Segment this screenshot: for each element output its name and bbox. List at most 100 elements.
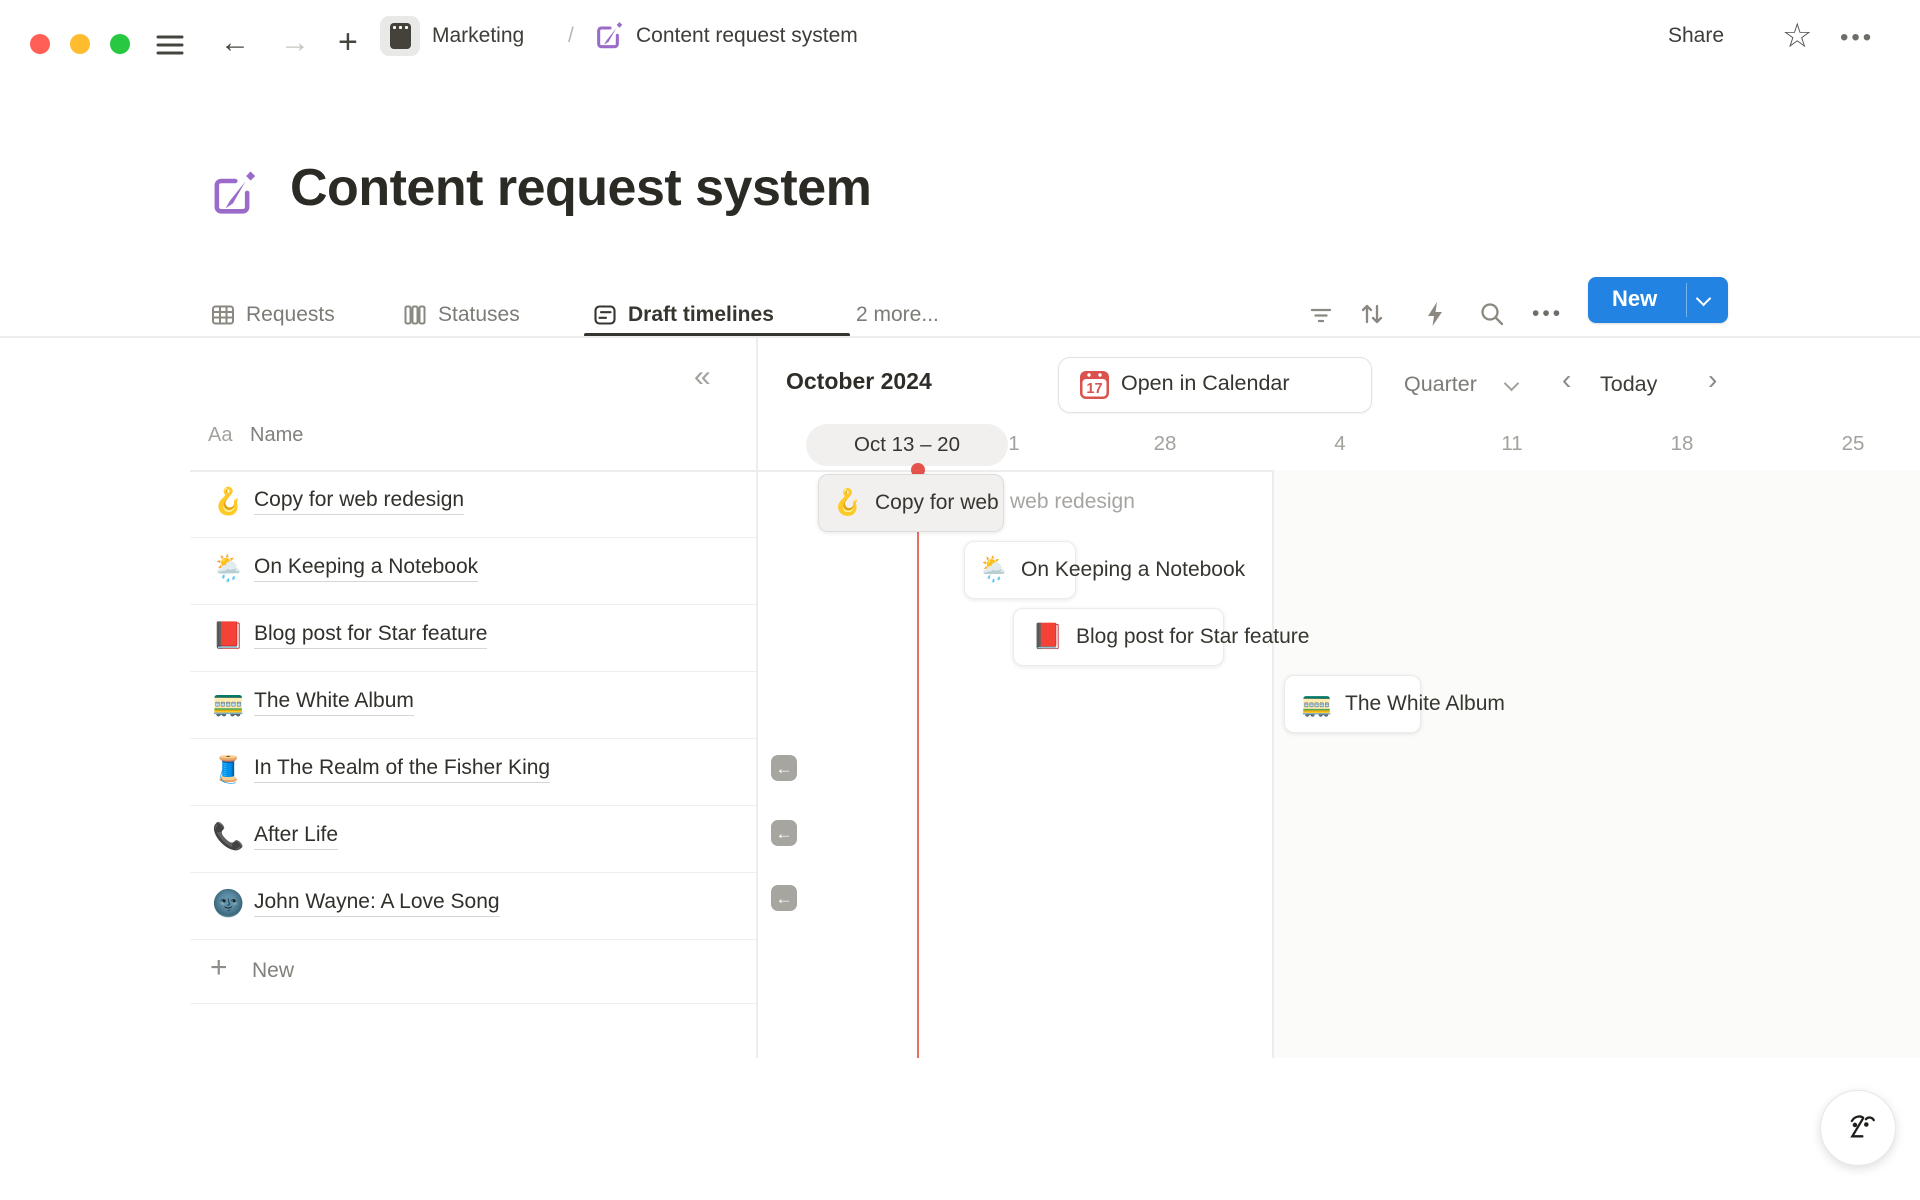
row-divider xyxy=(190,738,756,739)
timeline-bar[interactable]: 🌦️ On Keeping a Notebook xyxy=(964,541,1245,599)
automations-lightning-icon[interactable] xyxy=(1422,300,1448,328)
memo-page-icon xyxy=(592,20,624,52)
row-divider xyxy=(190,604,756,605)
timeline-view-icon xyxy=(594,305,616,325)
new-button-divider xyxy=(1686,283,1687,317)
forward-arrow-icon[interactable]: → xyxy=(280,26,310,59)
table-row[interactable]: 📕 Blog post for Star feature xyxy=(190,604,756,671)
month-gridline xyxy=(1272,470,1274,1058)
row-title-link[interactable]: Copy for web redesign xyxy=(254,488,465,515)
scroll-to-bar-button[interactable]: ← xyxy=(771,755,797,781)
scroll-to-bar-button[interactable]: ← xyxy=(771,885,797,911)
view-tab-requests[interactable] xyxy=(210,302,236,328)
timeline-today-button[interactable]: Today xyxy=(1600,372,1658,396)
row-title-link[interactable]: After Life xyxy=(254,823,339,850)
view-tab-draft-timelines[interactable] xyxy=(592,302,618,328)
bar-emoji: 🌦️ xyxy=(978,555,1010,584)
date-tick: 25 xyxy=(1841,432,1865,455)
new-button-label: New xyxy=(1612,286,1658,311)
view-tab-statuses[interactable] xyxy=(402,302,428,328)
row-emoji: 🌦️ xyxy=(212,553,245,583)
bar-title: On Keeping a Notebook xyxy=(1021,558,1246,581)
board-view-icon xyxy=(404,305,426,325)
next-month-shading xyxy=(1273,470,1920,1058)
row-divider xyxy=(190,805,756,806)
calendar-icon: 17 xyxy=(1079,369,1110,400)
notion-ai-face-icon xyxy=(1850,1115,1875,1138)
table-row[interactable]: 🚃 The White Album xyxy=(190,671,756,738)
date-tick: 11 xyxy=(1501,432,1523,455)
date-tick: 28 xyxy=(1153,432,1177,455)
bar-emoji: 🚃 xyxy=(1301,689,1333,718)
panel-divider[interactable] xyxy=(756,338,758,1058)
row-title-link[interactable]: The White Album xyxy=(254,689,414,716)
table-row[interactable]: 🌚 John Wayne: A Love Song xyxy=(190,872,756,939)
hamburger-menu-icon[interactable] xyxy=(156,33,184,57)
date-range-pill[interactable]: Oct 13 – 20 xyxy=(806,424,1008,466)
traffic-light-minimize[interactable] xyxy=(70,34,90,54)
open-in-calendar-label: Open in Calendar xyxy=(1121,371,1290,395)
new-button-chevron-down-icon[interactable] xyxy=(1695,290,1712,307)
timeline-zoom-select[interactable]: Quarter xyxy=(1404,372,1477,396)
name-column-header[interactable]: Name xyxy=(250,424,304,446)
table-new-row[interactable]: + New xyxy=(190,939,756,1003)
plus-icon: + xyxy=(210,951,228,984)
favorite-star-icon[interactable]: ☆ xyxy=(1782,17,1813,55)
row-divider xyxy=(190,537,756,538)
row-title-link[interactable]: Blog post for Star feature xyxy=(254,622,488,649)
active-tab-underline xyxy=(584,333,850,337)
timeline-next-button[interactable]: › xyxy=(1708,364,1718,395)
page-title-icon[interactable] xyxy=(206,168,258,220)
new-button[interactable]: New xyxy=(1588,277,1728,323)
traffic-light-close[interactable] xyxy=(30,34,50,54)
share-button[interactable]: Share xyxy=(1668,24,1725,47)
view-tab-requests-label[interactable]: Requests xyxy=(246,303,335,326)
row-emoji: 🪝 xyxy=(212,486,245,516)
timeline-bar[interactable]: 🪝 Copy for web redesign xyxy=(818,474,1004,532)
table-row[interactable]: 🌦️ On Keeping a Notebook xyxy=(190,537,756,604)
new-page-plus-icon[interactable]: + xyxy=(338,23,358,61)
timeline-bar[interactable]: 🚃 The White Album xyxy=(1284,675,1505,733)
view-tab-more[interactable]: 2 more... xyxy=(856,303,939,326)
row-title-link[interactable]: In The Realm of the Fisher King xyxy=(254,756,551,783)
collapse-panel-icon[interactable]: « xyxy=(694,360,711,393)
name-column-type-icon: Aa xyxy=(208,424,233,446)
sort-icon[interactable] xyxy=(1358,300,1386,328)
row-title-link[interactable]: On Keeping a Notebook xyxy=(254,555,479,582)
table-row[interactable]: 📞 After Life xyxy=(190,805,756,872)
row-divider xyxy=(190,872,756,873)
row-divider xyxy=(190,1003,756,1004)
more-options-icon[interactable]: ••• xyxy=(1840,24,1875,51)
timeline-bar[interactable]: 📕 Blog post for Star feature xyxy=(1013,608,1309,666)
breadcrumb-page[interactable]: Content request system xyxy=(636,24,858,47)
bar-emoji: 🪝 xyxy=(832,488,864,517)
today-line xyxy=(917,470,919,1058)
notion-ai-button[interactable] xyxy=(1820,1090,1896,1166)
date-tick: 1 xyxy=(1008,432,1020,455)
traffic-light-zoom[interactable] xyxy=(110,34,130,54)
bar-overflow-text: web redesign xyxy=(1010,490,1135,513)
window-topbar: ← → + Marketing / Content request system… xyxy=(0,0,1920,72)
view-tab-statuses-label[interactable]: Statuses xyxy=(438,303,520,326)
scroll-to-bar-button[interactable]: ← xyxy=(771,820,797,846)
new-row-label: New xyxy=(252,959,295,982)
page-title[interactable]: Content request system xyxy=(290,159,872,217)
table-row[interactable]: 🧵 In The Realm of the Fisher King xyxy=(190,738,756,805)
back-arrow-icon[interactable]: ← xyxy=(220,26,250,59)
view-options-icon[interactable]: ••• xyxy=(1532,302,1564,325)
date-tick: 18 xyxy=(1670,432,1694,455)
row-emoji: 🌚 xyxy=(212,888,245,918)
bar-emoji: 📕 xyxy=(1032,622,1064,651)
workspace-icon[interactable] xyxy=(380,16,420,56)
open-in-calendar-button[interactable]: 17 Open in Calendar xyxy=(1058,357,1372,413)
timeline-prev-button[interactable]: ‹ xyxy=(1562,364,1572,395)
table-row[interactable]: 🪝 Copy for web redesign xyxy=(190,470,756,537)
search-icon[interactable] xyxy=(1478,300,1506,328)
view-tab-draft-timelines-label[interactable]: Draft timelines xyxy=(628,303,774,326)
row-title-link[interactable]: John Wayne: A Love Song xyxy=(254,890,500,917)
filter-icon[interactable] xyxy=(1308,302,1334,328)
breadcrumb-workspace[interactable]: Marketing xyxy=(432,24,525,47)
bar-title: Blog post for Star feature xyxy=(1076,625,1310,648)
bar-title: Copy for web redesign xyxy=(875,491,1003,514)
